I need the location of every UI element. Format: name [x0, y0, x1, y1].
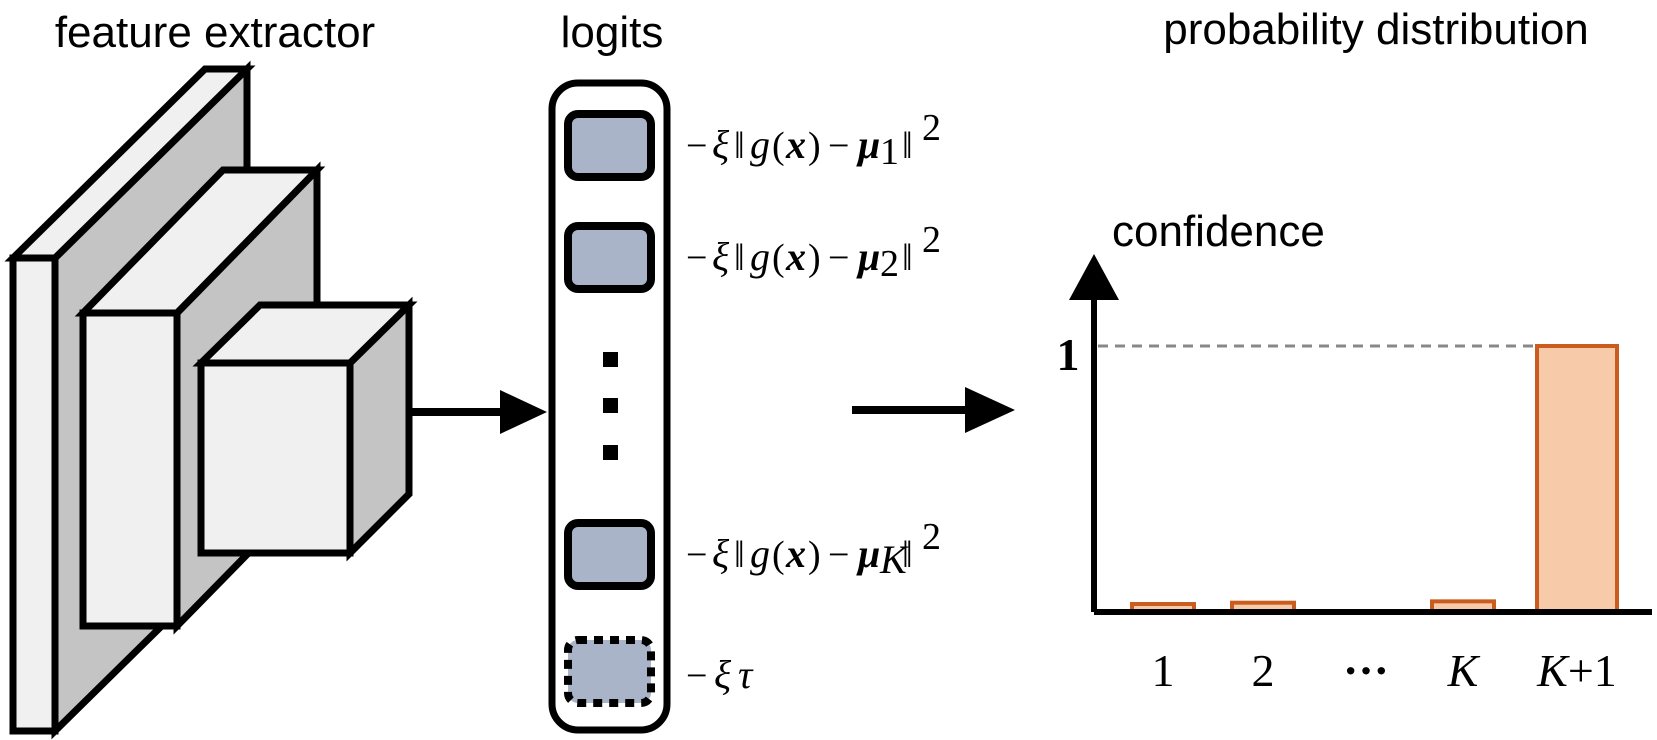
y-tick-label: 1	[1057, 329, 1080, 380]
minus-sign: −	[828, 125, 849, 167]
y-axis-label: confidence	[1112, 207, 1325, 256]
norm-open: ‖	[734, 125, 745, 167]
minus-sign: −	[686, 237, 707, 279]
norm-close: ‖	[902, 125, 913, 167]
exponent: 2	[922, 107, 941, 149]
mu-subscript: 2	[880, 243, 899, 285]
arrow-to-distribution	[852, 387, 1015, 433]
mu-subscript: 1	[880, 131, 899, 173]
y-axis-arrowhead	[1069, 254, 1119, 300]
norm-close: ‖	[902, 237, 913, 279]
probability-distribution-title: probability distribution	[1163, 5, 1589, 54]
mu-symbol: μ	[856, 122, 880, 167]
confidence-chart: confidence 1 1 2 ··· K K+1	[1057, 207, 1652, 696]
mu-subscript: K	[879, 537, 909, 582]
x-variable: x	[785, 122, 806, 167]
logit-box-2	[564, 222, 655, 293]
g-function: g	[750, 122, 770, 167]
feature-extractor-title: feature extractor	[55, 8, 375, 57]
logit-box-k	[564, 519, 655, 590]
logit-box-extra	[564, 636, 655, 707]
norm-close: ‖	[902, 534, 913, 576]
x-tick-ellipsis: ···	[1343, 645, 1389, 696]
g-function: g	[750, 234, 770, 279]
minus-sign: −	[686, 655, 707, 697]
paren-open: (	[772, 534, 785, 576]
logit-box-1	[564, 110, 655, 181]
minus-sign: −	[828, 534, 849, 576]
tau-symbol: τ	[738, 652, 754, 697]
xi-symbol: ξ	[714, 652, 732, 697]
mu-symbol: μ	[856, 234, 880, 279]
minus-sign: −	[686, 534, 707, 576]
exponent: 2	[922, 516, 941, 558]
x-variable: x	[785, 531, 806, 576]
paren-open: (	[772, 125, 785, 167]
logits-title: logits	[561, 8, 664, 57]
mu-symbol: μ	[856, 531, 880, 576]
norm-open: ‖	[734, 237, 745, 279]
feature-block-3	[192, 296, 418, 562]
xi-symbol: ξ	[712, 122, 730, 167]
x-tick-label: K	[1447, 645, 1481, 696]
vertical-ellipsis	[603, 352, 618, 460]
paren-open: (	[772, 237, 785, 279]
xi-symbol: ξ	[712, 234, 730, 279]
norm-open: ‖	[734, 534, 745, 576]
paren-close: )	[808, 125, 821, 167]
paren-close: )	[808, 534, 821, 576]
x-tick-label: 1	[1152, 645, 1175, 696]
x-tick-label: 2	[1252, 645, 1275, 696]
xi-symbol: ξ	[712, 531, 730, 576]
x-variable: x	[785, 234, 806, 279]
arrow-to-logits	[411, 390, 547, 434]
x-tick-label: K+1	[1536, 645, 1617, 696]
paren-close: )	[808, 237, 821, 279]
g-function: g	[750, 531, 770, 576]
minus-sign: −	[828, 237, 849, 279]
exponent: 2	[922, 219, 941, 261]
bar-k-1	[1535, 344, 1619, 614]
minus-sign: −	[686, 125, 707, 167]
